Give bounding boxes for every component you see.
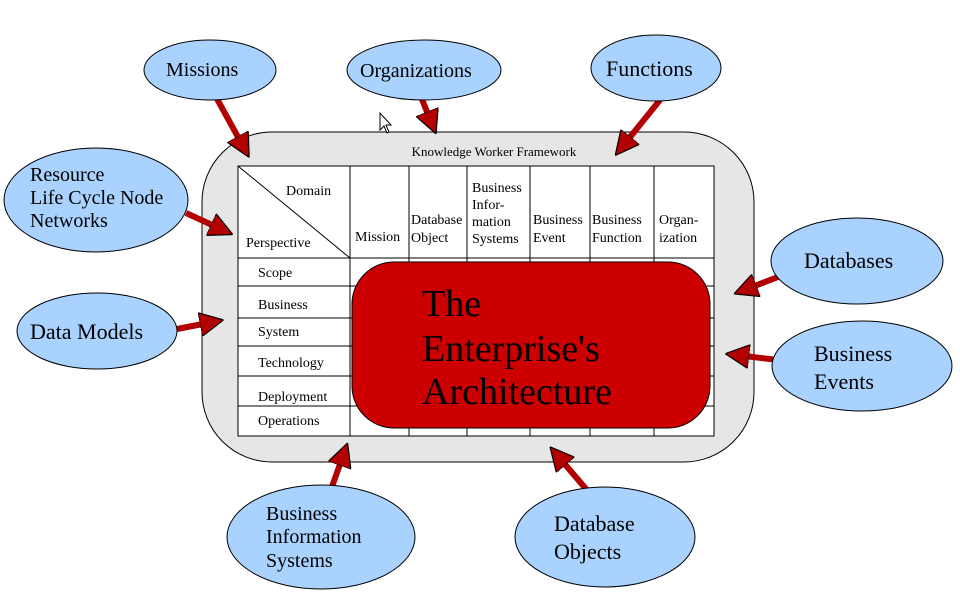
- bubble-organizations: [346, 39, 502, 101]
- column-header-database-object: Database Object: [411, 213, 466, 246]
- row-label-technology: Technology: [258, 356, 324, 371]
- column-header-business-event: Business Event: [533, 213, 586, 246]
- bubble-functions: [590, 34, 722, 102]
- mouse-cursor-icon: [379, 111, 393, 134]
- column-header-business-information-systems: Business Infor- mation Systems: [472, 181, 525, 247]
- arrow-databases: [744, 277, 780, 290]
- corner-domain-label: Domain: [286, 184, 331, 199]
- bubble-label-functions: Functions: [606, 56, 693, 81]
- column-headers: Mission Database Object Business Infor- …: [355, 181, 702, 247]
- corner-perspective-label: Perspective: [246, 236, 311, 251]
- enterprise-architecture-title: The Enterprise's Architecture: [422, 283, 612, 413]
- arrow-data-models: [176, 322, 213, 329]
- framework-title: Knowledge Worker Framework: [412, 144, 577, 159]
- row-label-business: Business: [258, 298, 308, 313]
- bubbles: [3, 34, 953, 590]
- row-label-system: System: [258, 325, 299, 340]
- bubble-bis: [226, 484, 416, 590]
- bubble-label-data-models: Data Models: [30, 319, 143, 344]
- bubble-labels: Missions Organizations Functions Resourc…: [30, 56, 898, 572]
- column-header-business-function: Business Function: [592, 213, 645, 246]
- bubble-label-database-objects: Database Objects: [554, 511, 640, 564]
- bubble-missions: [143, 39, 277, 101]
- arrow-resource: [184, 210, 223, 230]
- column-header-mission: Mission: [355, 230, 400, 245]
- bubble-label-resource: Resource Life Cycle Node Networks: [30, 164, 168, 232]
- bubble-label-missions: Missions: [166, 59, 238, 81]
- bubble-label-organizations: Organizations: [360, 60, 472, 82]
- column-header-organization: Organ- ization: [659, 213, 702, 246]
- arrow-functions: [622, 98, 663, 147]
- arrow-organizations: [421, 95, 432, 124]
- row-label-deployment: Deployment: [258, 390, 327, 405]
- bubble-label-databases: Databases: [804, 248, 893, 273]
- row-label-operations: Operations: [258, 414, 319, 429]
- bubble-resource: [3, 147, 189, 253]
- row-labels: Scope Business System Technology Deploym…: [258, 266, 327, 429]
- arrow-missions: [213, 95, 244, 148]
- enterprise-architecture-box: [351, 261, 711, 429]
- bubble-data-models: [16, 292, 178, 370]
- bubble-database-objects: [514, 486, 696, 588]
- row-label-scope: Scope: [258, 266, 292, 281]
- bubble-label-business-events: Business Events: [814, 341, 898, 394]
- bubble-databases: [770, 217, 944, 305]
- bubble-business-events: [771, 320, 953, 412]
- arrow-business-events: [736, 355, 779, 360]
- bubble-label-bis: Business Information Systems: [266, 503, 367, 572]
